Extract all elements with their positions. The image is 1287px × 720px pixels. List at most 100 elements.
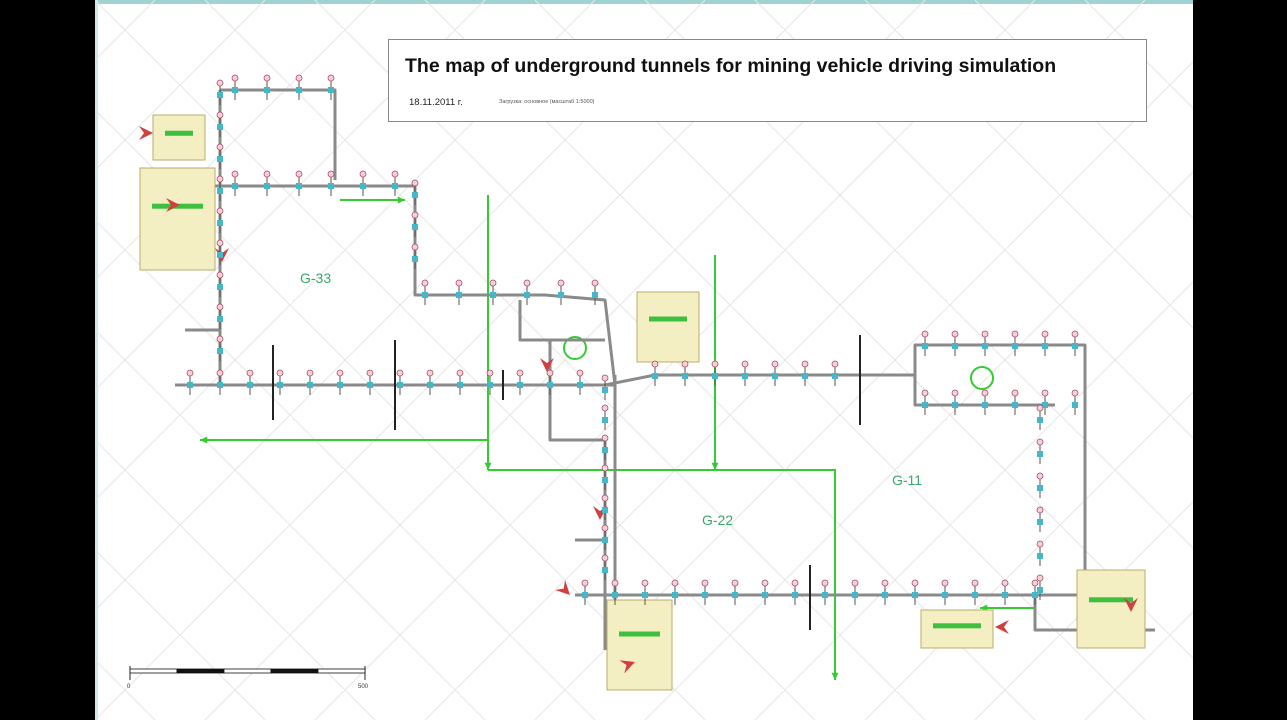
node-box [558,292,564,298]
node-box [422,292,428,298]
node-signal [216,143,224,151]
node-box [217,348,223,354]
node-signal [921,330,929,338]
node-signal [601,554,609,562]
node-signal [821,579,829,587]
node-box [217,156,223,162]
route-arrow-icon [711,462,719,470]
node-signal [516,369,524,377]
node-signal [671,579,679,587]
zone-label-g11: G-11 [892,472,923,488]
node-signal [1011,389,1019,397]
node-box [1042,402,1048,408]
rotation-arrow-icon [970,366,994,390]
junction-nodes [139,74,1138,674]
node-box [217,284,223,290]
node-signal [216,303,224,311]
node-box [217,220,223,226]
node-signal [791,579,799,587]
node-signal [411,211,419,219]
node-box [217,252,223,258]
node-box [412,256,418,262]
node-box [307,382,313,388]
zone-label-g33: G-33 [300,270,332,286]
node-signal [231,170,239,178]
node-signal [366,369,374,377]
node-box [602,537,608,543]
node-signal [1036,438,1044,446]
node-box [822,592,828,598]
grid-line [95,439,376,720]
node-signal [951,330,959,338]
node-signal [295,170,303,178]
node-signal [711,360,719,368]
map-note: Загрузка: основное (масштаб 1:5000) [499,99,595,105]
node-signal [601,434,609,442]
node-box [487,382,493,388]
node-box [328,87,334,93]
node-box [762,592,768,598]
node-box [1037,553,1043,559]
scale-segment [270,668,319,674]
node-box [547,382,553,388]
node-signal [327,170,335,178]
node-signal [911,579,919,587]
node-box [456,292,462,298]
viewer-top-border [95,0,1193,4]
node-box [412,224,418,230]
direction-arrow-icon [995,620,1009,634]
node-signal [276,369,284,377]
node-signal [921,389,929,397]
scale-start-label: 0 [127,684,131,690]
node-signal [1041,389,1049,397]
tunnel-segment [413,186,617,386]
station-track [619,631,660,637]
node-signal [359,170,367,178]
loading-station [1076,569,1146,649]
loading-station [920,609,994,649]
node-box [732,592,738,598]
grid-line [754,281,1193,720]
node-signal [336,369,344,377]
node-box [524,292,530,298]
node-box [832,373,838,379]
node-signal [1036,540,1044,548]
station-track [933,623,981,629]
node-signal [971,579,979,587]
node-box [392,183,398,189]
route-arrow-icon [200,436,208,444]
node-box [922,343,928,349]
node-signal [1031,579,1039,587]
node-signal [771,360,779,368]
node-signal [391,170,399,178]
node-box [602,387,608,393]
node-box [982,343,988,349]
node-signal [611,579,619,587]
route-arrow-icon [831,672,839,680]
node-signal [546,369,554,377]
route-arrow-icon [484,462,492,470]
node-box [702,592,708,598]
loading-stations [139,114,1146,691]
station-track [1089,597,1133,603]
direction-arrow-icon [555,580,570,595]
node-signal [641,579,649,587]
node-signal [306,369,314,377]
loading-station [139,167,216,271]
node-box [602,447,608,453]
node-box [1037,451,1043,457]
node-box [972,592,978,598]
tunnel-segment [604,373,865,387]
node-box [517,382,523,388]
map-viewer[interactable]: The map of underground tunnels for minin… [95,0,1193,720]
node-box [982,402,988,408]
node-box [247,382,253,388]
node-signal [557,279,565,287]
node-signal [1036,574,1044,582]
direction-arrow-icon [139,126,153,140]
node-box [427,382,433,388]
loading-station [606,599,673,691]
node-signal [396,369,404,377]
grid-line [95,0,376,281]
node-box [232,183,238,189]
